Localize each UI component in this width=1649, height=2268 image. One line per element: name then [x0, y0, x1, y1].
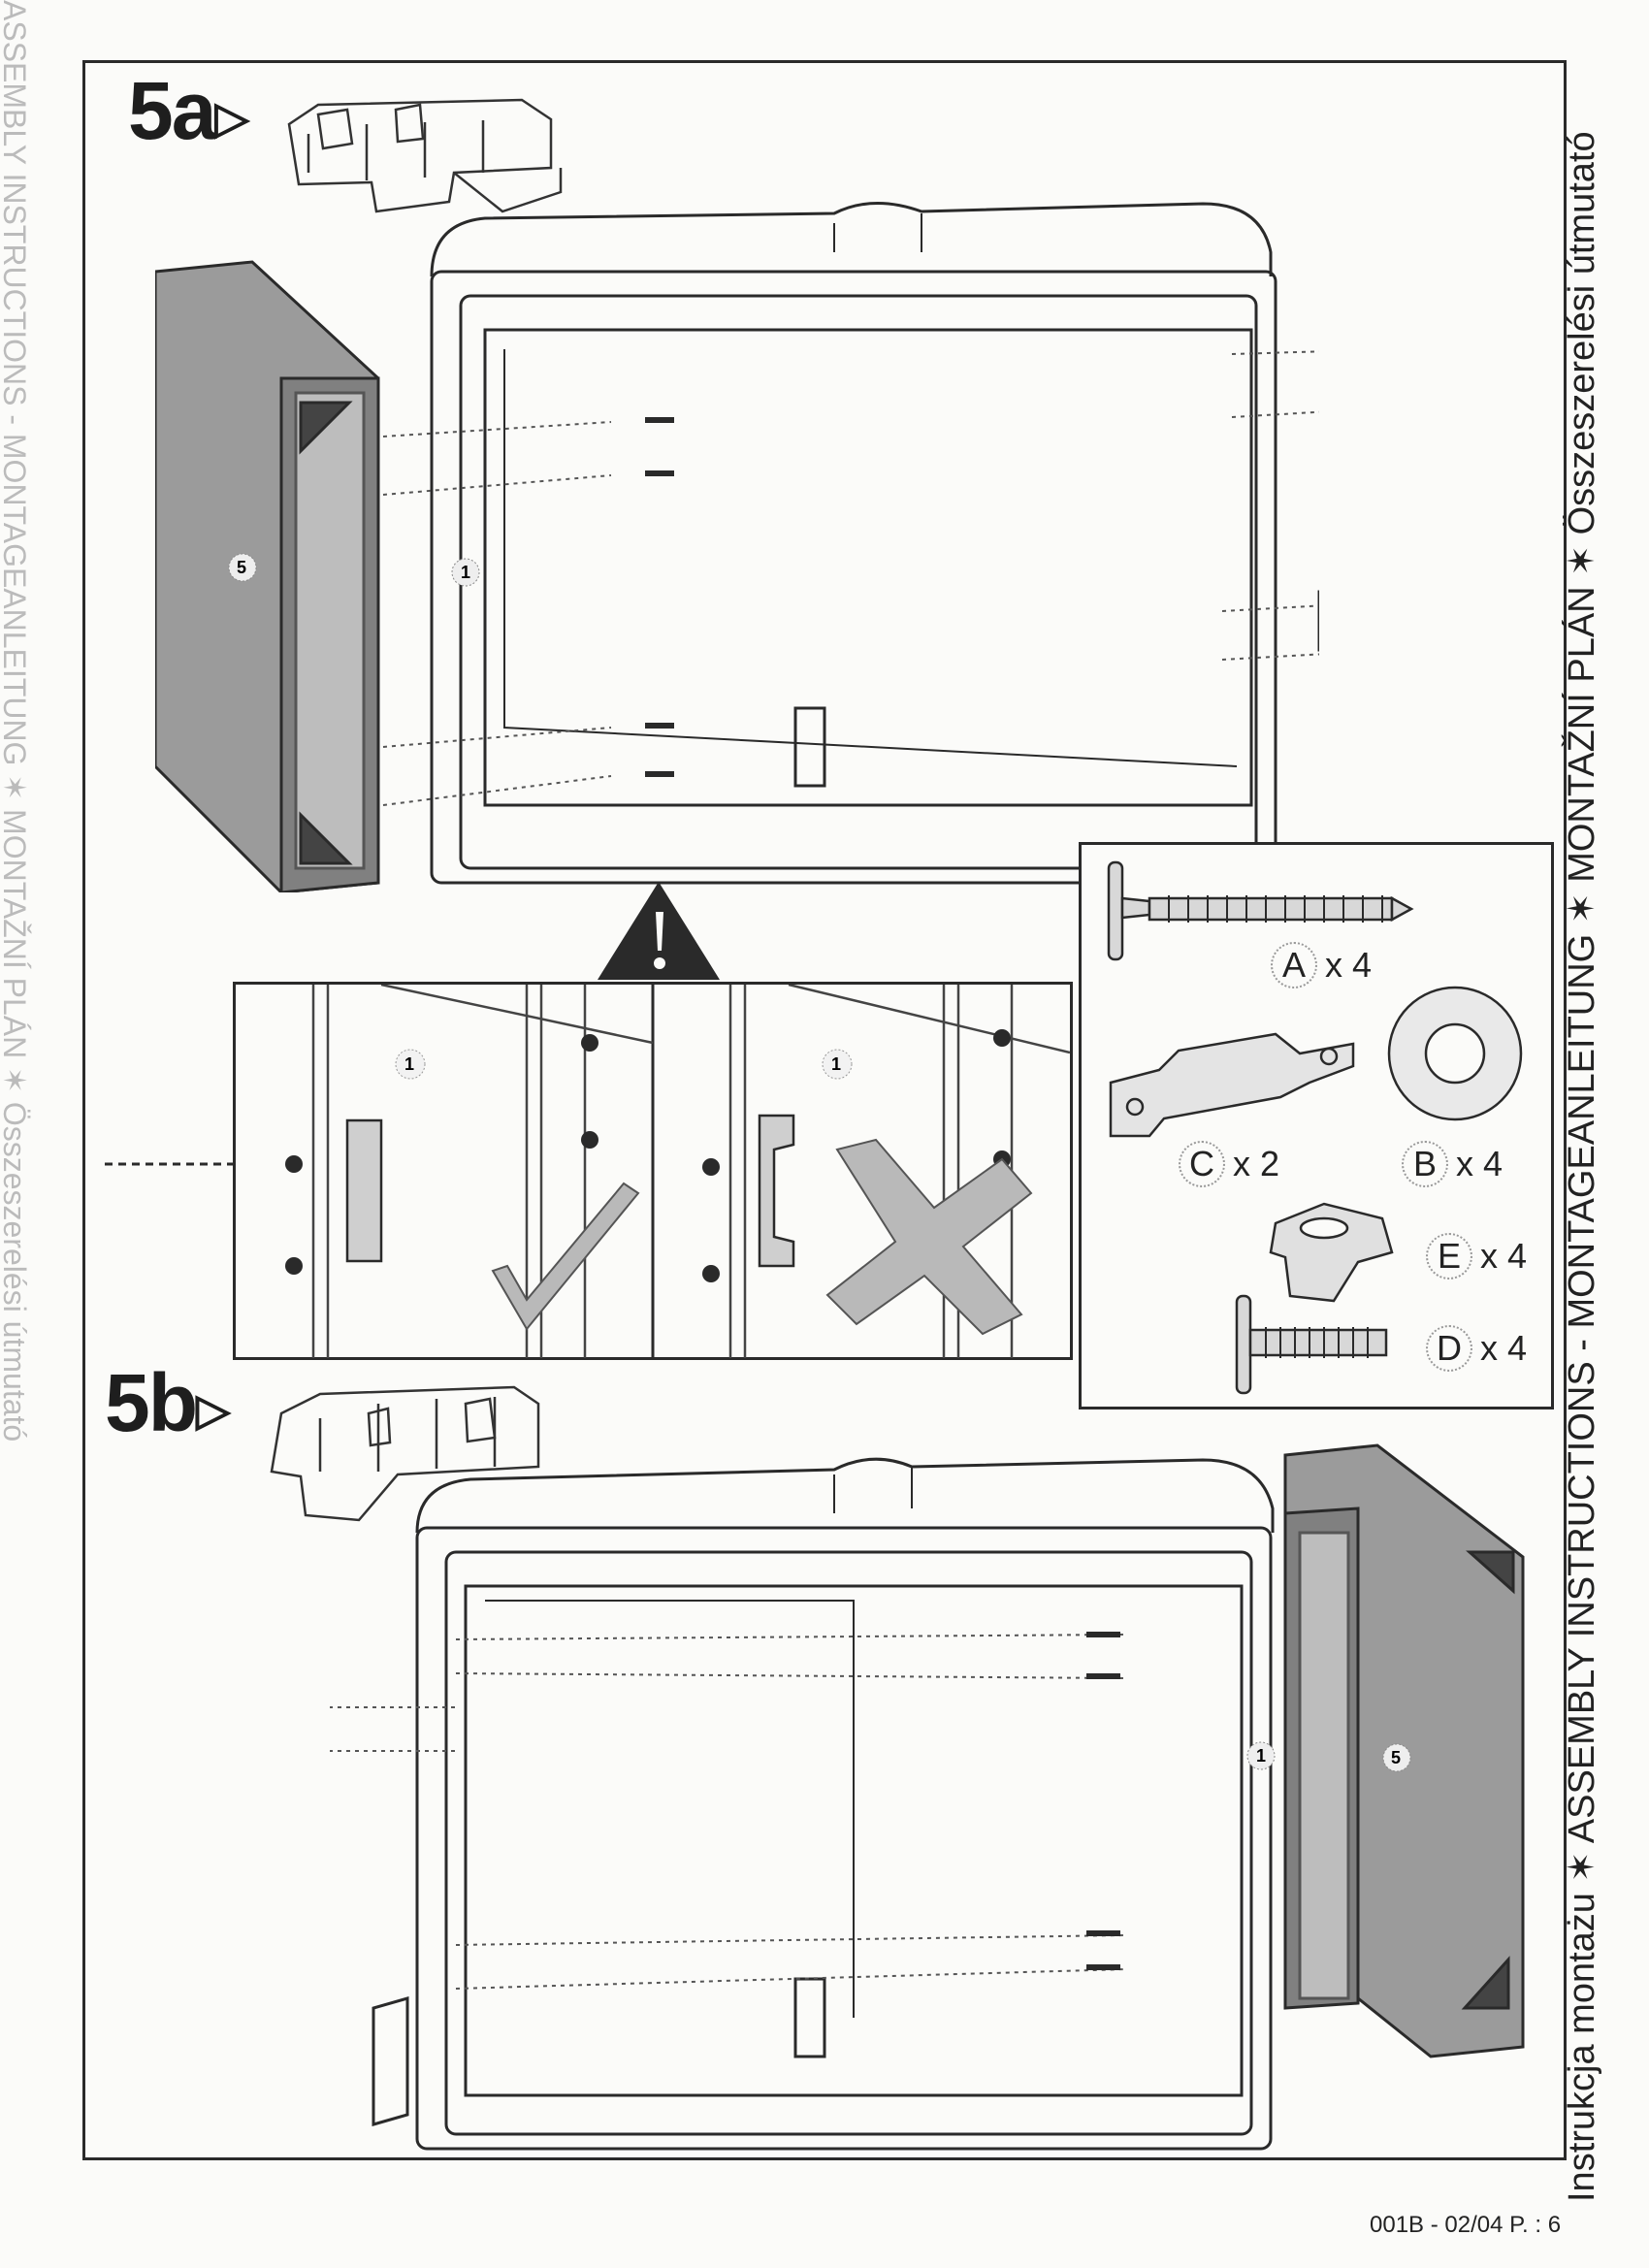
part-e-qty: x 4 [1480, 1236, 1528, 1276]
step-5b-title: 5b▷ [105, 1356, 230, 1450]
part-c-letter: C [1179, 1141, 1225, 1187]
part-b-qty: x 4 [1456, 1144, 1504, 1183]
sofa-thumbnail-5b [270, 1385, 540, 1522]
part-5-callout-5b: 5 [1391, 1748, 1401, 1767]
detail-connector-line [105, 1162, 236, 1166]
part-1-callout: 1 [461, 563, 470, 582]
step-5b-arrow-icon: ▷ [196, 1383, 230, 1435]
bracket-detail-box: 1 1 [233, 982, 1073, 1360]
part-5-callout: 5 [237, 558, 246, 577]
part-e-letter: E [1426, 1233, 1472, 1280]
step-5a-diagram: 5 1 [155, 202, 1319, 892]
part-d-letter: D [1426, 1325, 1472, 1372]
part-1-callout-5b: 1 [1256, 1746, 1266, 1766]
step-5b-diagram: 1 5 [330, 1443, 1525, 2151]
detail-right-part-1-callout: 1 [831, 1054, 841, 1074]
part-a-letter: A [1271, 942, 1317, 988]
page-footer: 001B - 02/04 P. : 6 [1370, 2212, 1562, 2238]
step-5b-label: 5b [105, 1357, 198, 1448]
hardware-parts-diagram [1107, 860, 1523, 1395]
warning-triangle-icon [598, 882, 720, 980]
check-mark-icon [491, 1182, 640, 1331]
step-5a-label: 5a [128, 65, 216, 156]
part-c-qty: x 2 [1233, 1144, 1280, 1183]
cross-mark-icon [825, 1138, 1033, 1336]
part-d-qty: x 4 [1480, 1328, 1528, 1368]
side-title-right: Instrukcja montażu ✶ ASSEMBLY INSTRUCTIO… [1562, 131, 1602, 2202]
step-5a-arrow-icon: ▷ [214, 91, 248, 143]
side-title-left: ASSEMBLY INSTRUCTIONS - MONTAGEANLEITUNG… [0, 0, 32, 1442]
part-b-letter: B [1402, 1141, 1448, 1187]
instruction-frame [82, 60, 1567, 2160]
step-5a-title: 5a▷ [128, 64, 249, 158]
part-a-qty: x 4 [1325, 945, 1373, 985]
sofa-thumbnail-5a [287, 98, 563, 213]
bracket-detail-diagram: 1 1 [285, 985, 1070, 1358]
detail-left-part-1-callout: 1 [404, 1054, 414, 1074]
